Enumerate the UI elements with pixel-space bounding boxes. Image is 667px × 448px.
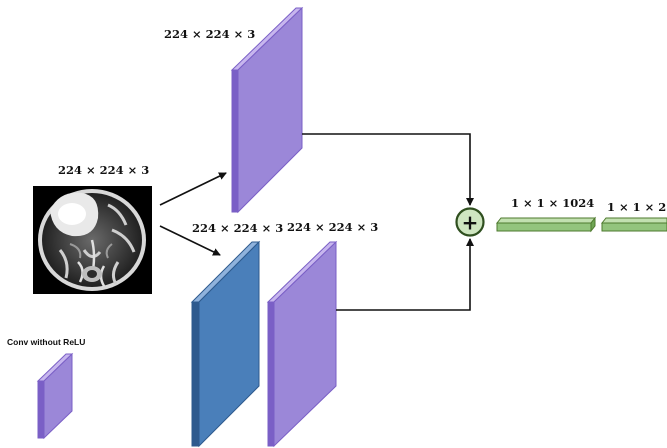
add-symbol: + [462,211,479,235]
fc-block-1024 [495,216,597,233]
bottom-purple-dim-label: 224 × 224 × 3 [287,220,378,234]
arrow-input-to-bottom [159,225,221,256]
add-node: + [455,207,485,237]
bottom-blue-conv-block [190,240,261,448]
arrow-bottom-to-add [336,238,474,311]
input-mri-image [33,186,152,294]
input-dim-label: 224 × 224 × 3 [58,163,149,177]
legend-conv-block [36,352,74,440]
arrow-input-to-top [159,172,227,206]
legend-label: Conv without ReLU [7,337,85,347]
fc2-dim-label: 1 × 1 × 256 [607,200,667,214]
arrow-top-to-add [302,133,474,206]
top-conv-block [230,6,304,214]
fc1-dim-label: 1 × 1 × 1024 [511,196,594,210]
bottom-purple-conv-block [266,240,338,448]
bottom-blue-dim-label: 224 × 224 × 3 [192,221,283,235]
fc-block-256 [600,217,667,232]
top-block-dim-label: 224 × 224 × 3 [164,27,255,41]
